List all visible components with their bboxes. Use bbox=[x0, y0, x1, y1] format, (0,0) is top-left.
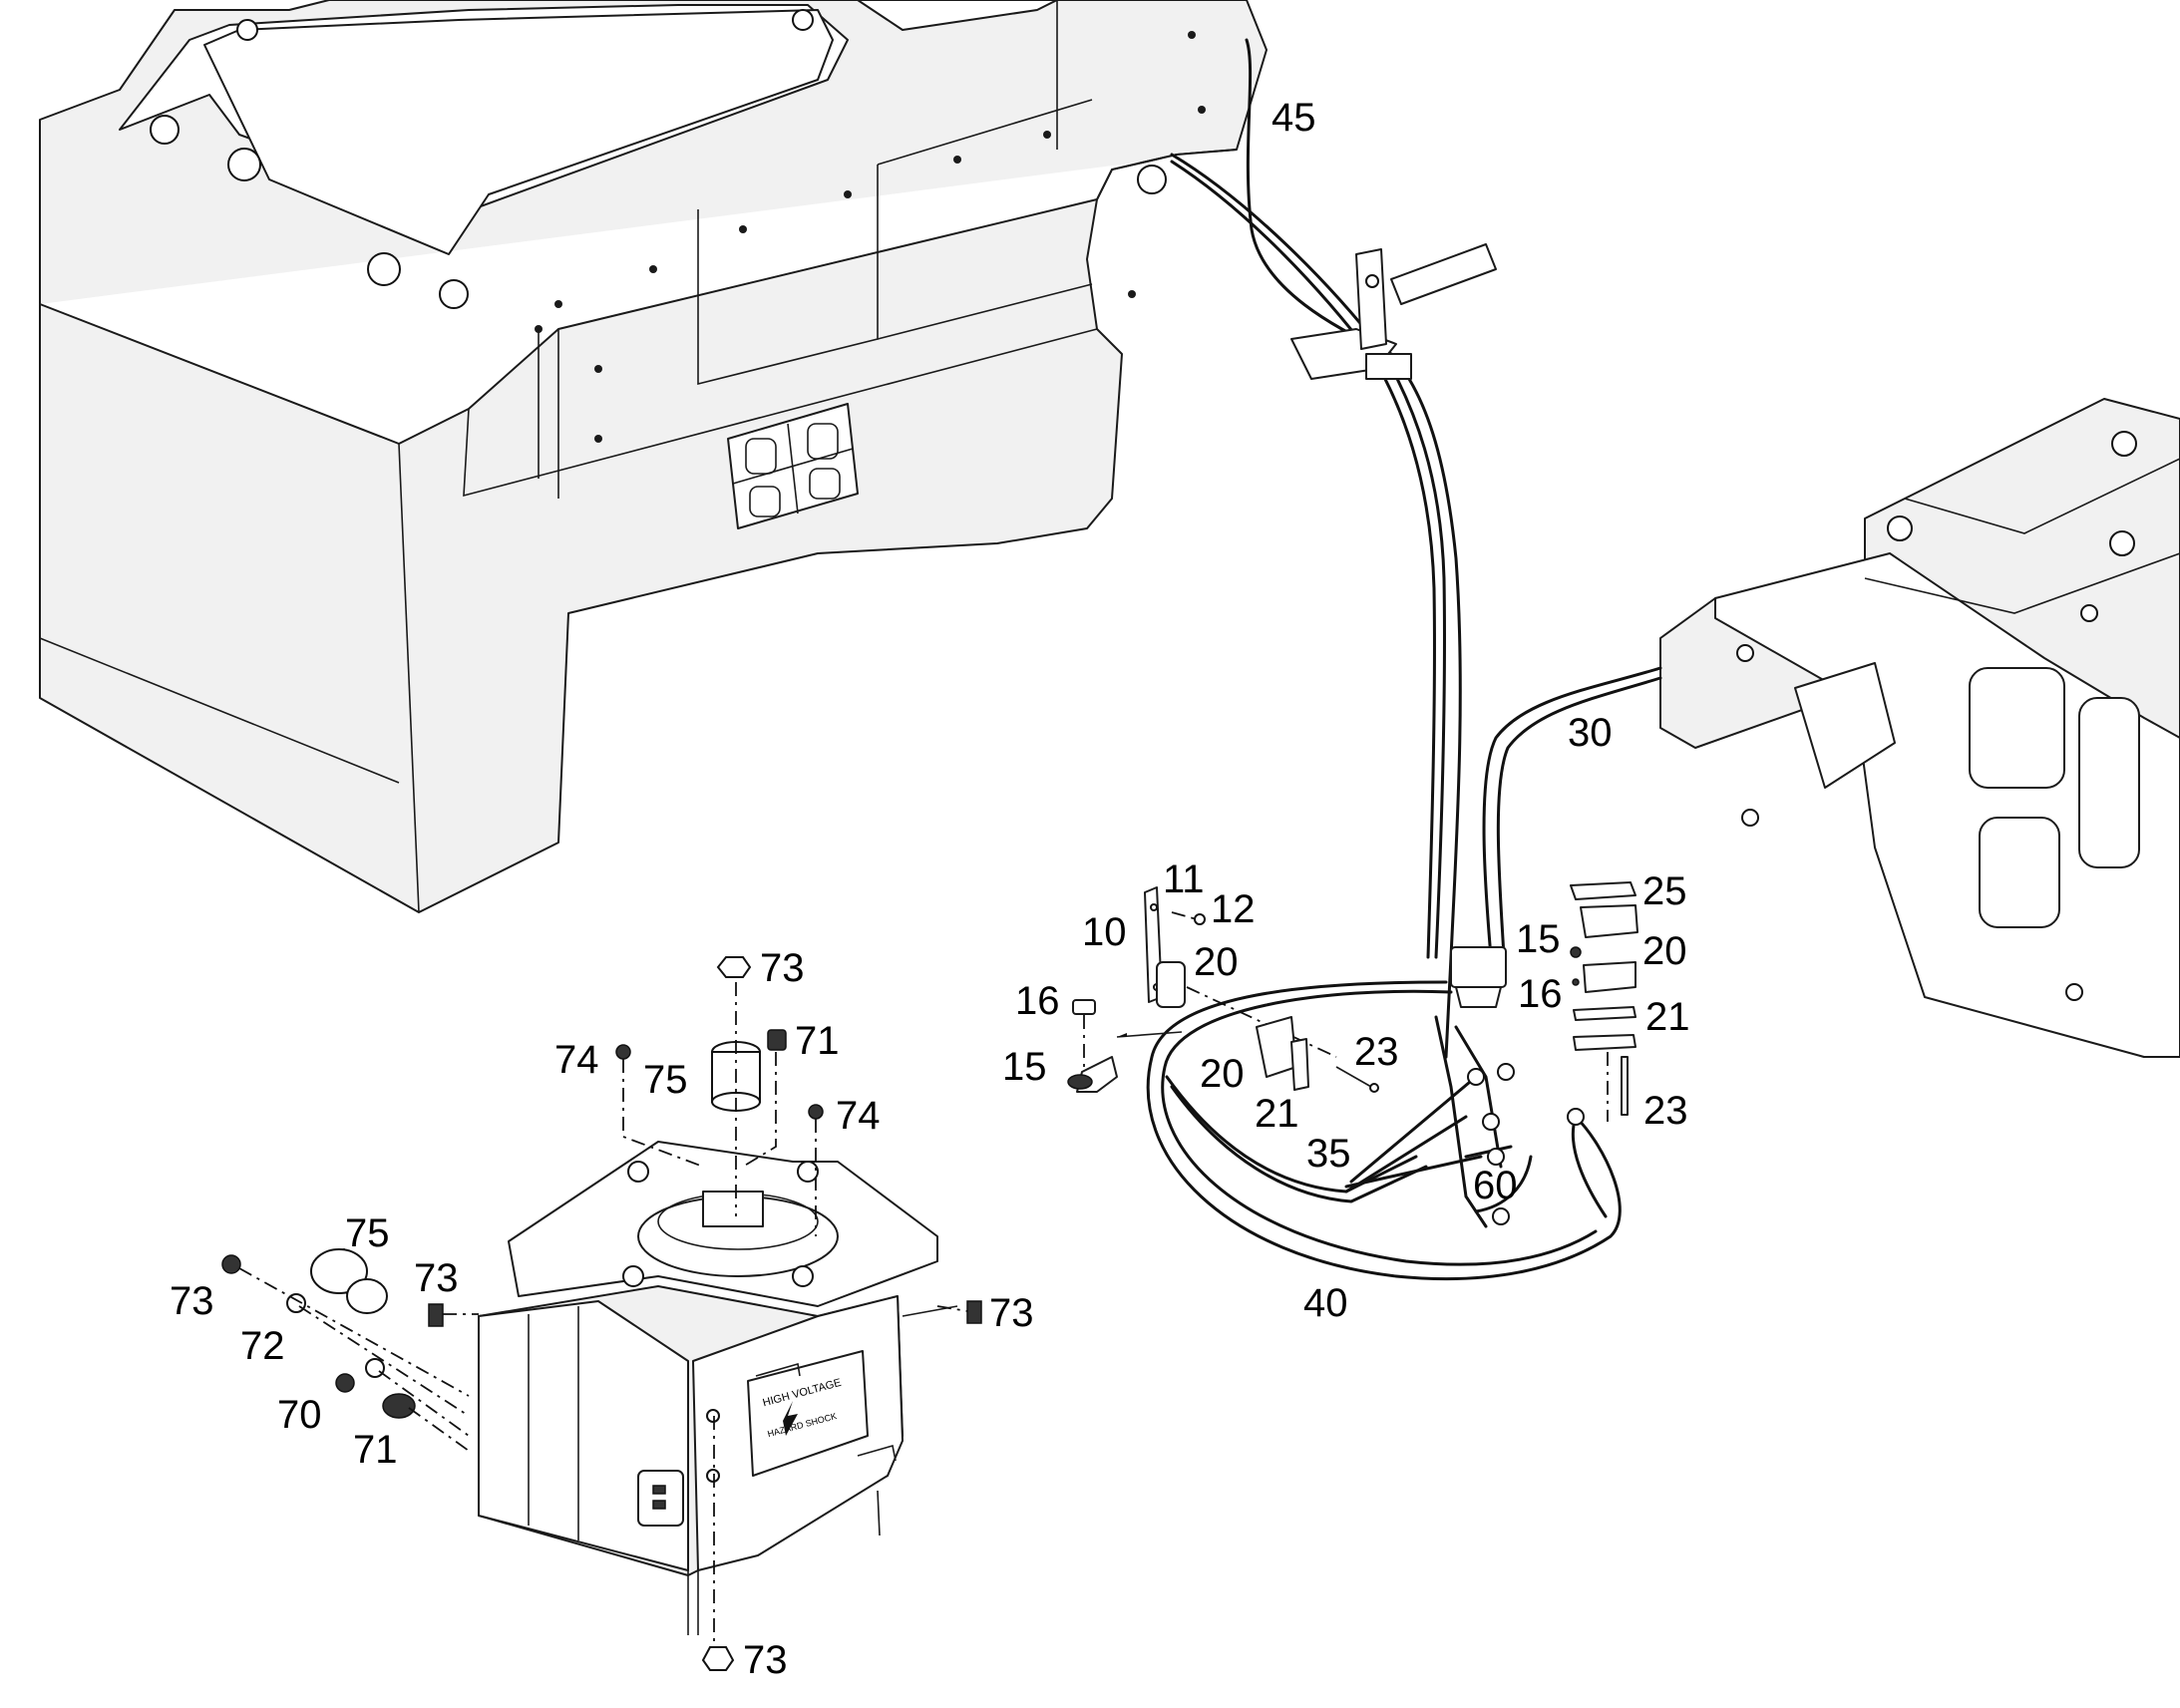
callout-21: 21 bbox=[1255, 1092, 1299, 1136]
cable-lug-icon bbox=[1467, 1063, 1585, 1225]
callout-12: 12 bbox=[1211, 887, 1256, 931]
cable-harness bbox=[1146, 38, 1662, 1281]
callout-73: 73 bbox=[743, 1638, 788, 1682]
housing-vent-grid bbox=[727, 403, 859, 529]
callout-20: 20 bbox=[1200, 1052, 1245, 1096]
callout-74: 74 bbox=[554, 1038, 599, 1082]
callout-11: 11 bbox=[1163, 857, 1205, 901]
left-clamp-assembly bbox=[1067, 886, 1379, 1093]
right-clamp-stack bbox=[1570, 881, 1638, 1122]
callout-15: 15 bbox=[1516, 917, 1561, 961]
callout-72: 72 bbox=[240, 1324, 285, 1368]
callout-73: 73 bbox=[760, 946, 805, 990]
transformer-unit: HIGH VOLTAGE HAZARD SHOCK bbox=[478, 1141, 958, 1635]
callout-45: 45 bbox=[1272, 96, 1316, 140]
callout-73: 73 bbox=[989, 1291, 1034, 1335]
callout-71: 71 bbox=[353, 1428, 398, 1472]
machine-housing bbox=[39, 0, 1268, 913]
callout-23: 23 bbox=[1354, 1030, 1399, 1074]
right-frame bbox=[1659, 398, 2180, 1058]
callout-16: 16 bbox=[1518, 972, 1563, 1016]
callout-21: 21 bbox=[1645, 995, 1690, 1039]
cable-bracket bbox=[1290, 243, 1497, 380]
callout-71: 71 bbox=[795, 1019, 840, 1063]
callout-10: 10 bbox=[1082, 910, 1127, 954]
callout-40: 40 bbox=[1303, 1281, 1348, 1325]
callout-35: 35 bbox=[1306, 1132, 1351, 1176]
callout-20: 20 bbox=[1194, 940, 1239, 984]
callout-74: 74 bbox=[836, 1094, 881, 1138]
callout-30: 30 bbox=[1568, 711, 1613, 755]
lifting-eye-icon bbox=[150, 9, 1167, 309]
callout-60: 60 bbox=[1473, 1164, 1518, 1207]
transformer-exploded-parts bbox=[221, 956, 982, 1671]
callout-20: 20 bbox=[1642, 929, 1687, 973]
callout-75: 75 bbox=[643, 1058, 688, 1102]
lightning-icon bbox=[783, 1401, 798, 1436]
callout-70: 70 bbox=[277, 1393, 322, 1437]
callout-labels: 45 30 25 20 15 16 21 23 11 12 10 20 16 1… bbox=[170, 96, 1690, 1682]
callout-15: 15 bbox=[1002, 1045, 1047, 1089]
housing-rivets bbox=[535, 31, 1206, 443]
callout-16: 16 bbox=[1015, 979, 1060, 1023]
callout-23: 23 bbox=[1643, 1089, 1688, 1133]
callout-75: 75 bbox=[345, 1211, 390, 1255]
callout-25: 25 bbox=[1642, 869, 1687, 913]
callout-73: 73 bbox=[170, 1279, 214, 1323]
callout-73: 73 bbox=[414, 1256, 459, 1300]
